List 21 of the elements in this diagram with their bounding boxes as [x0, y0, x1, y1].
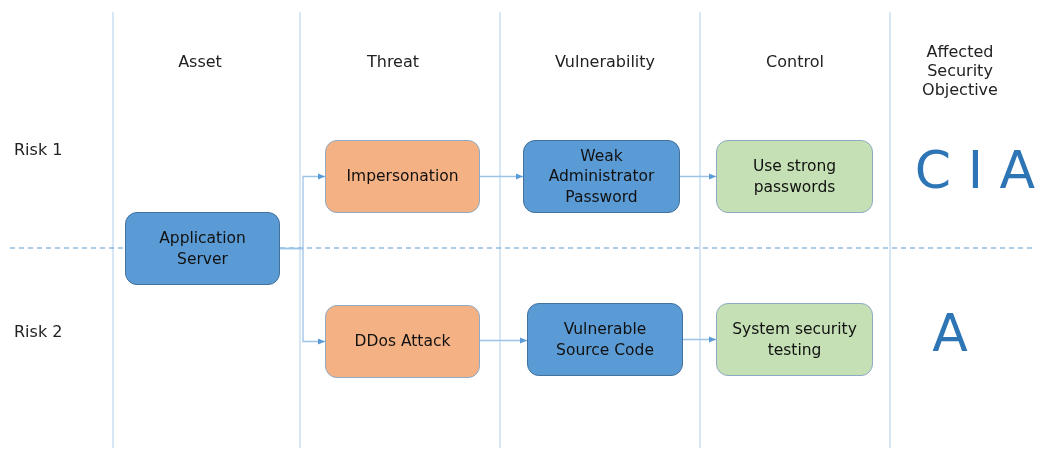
arrow: [279, 247, 326, 345]
threat-box: DDos Attack: [325, 305, 480, 378]
threat-box: Impersonation: [325, 140, 480, 213]
column-header: Affected Security Objective: [921, 42, 999, 99]
column-header: Threat: [365, 52, 421, 71]
row-header: Risk 1: [14, 140, 64, 159]
vulnerability-box: Weak Administrator Password: [523, 140, 680, 213]
security-objective: C I A: [913, 140, 1037, 200]
control-box: Use strong passwords: [716, 140, 873, 213]
arrow: [479, 337, 528, 344]
control-box: System security testing: [716, 303, 873, 376]
vulnerability-box: Vulnerable Source Code: [527, 303, 683, 376]
security-objective: A: [931, 303, 969, 363]
arrow: [682, 336, 717, 343]
arrow: [679, 173, 717, 180]
column-header: Asset: [177, 52, 223, 71]
column-header: Control: [765, 52, 825, 71]
column-header: Vulnerability: [553, 52, 656, 71]
arrow: [479, 173, 524, 180]
row-header: Risk 2: [14, 322, 64, 341]
asset-box: Application Server: [125, 212, 280, 285]
